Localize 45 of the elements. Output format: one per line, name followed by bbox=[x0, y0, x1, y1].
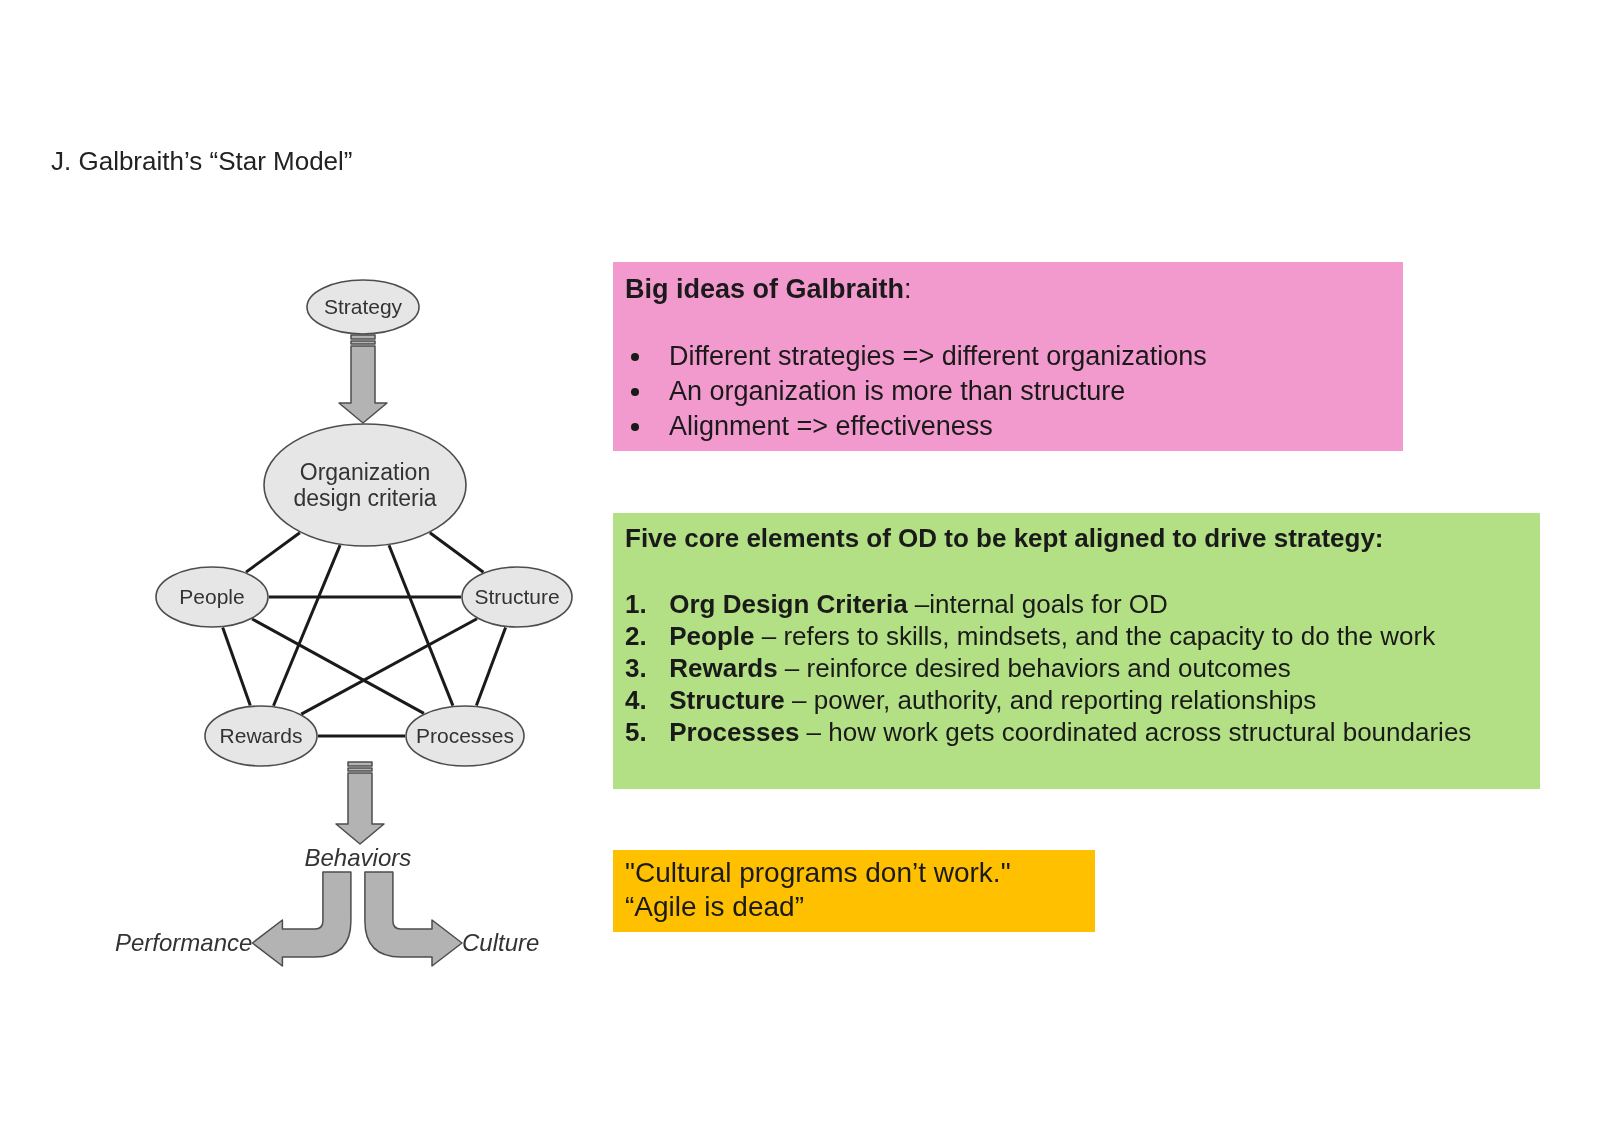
list-item: Different strategies => different organizations bbox=[669, 340, 1207, 373]
list-item: 2. People – refers to skills, mindsets, and the capacity to do the work bbox=[625, 620, 1437, 652]
ellipse-node bbox=[405, 705, 525, 767]
block-arrow bbox=[335, 761, 385, 845]
connector-line bbox=[429, 531, 485, 574]
node-label: Strategy bbox=[323, 294, 403, 320]
connector-line bbox=[300, 617, 478, 716]
list-item: 5. Processes – how work gets coordinated across structural boundaries bbox=[625, 716, 1473, 748]
ellipse-node bbox=[155, 566, 269, 628]
list-item: Alignment => effectiveness bbox=[669, 410, 993, 443]
list-item: 1. Org Design Criteria –internal goals for OD bbox=[625, 588, 1169, 620]
list-item: 4. Structure – power, authority, and reporting relationships bbox=[625, 684, 1318, 716]
ellipse-node bbox=[204, 705, 318, 767]
ellipse-node bbox=[306, 279, 420, 335]
node-label: Rewards bbox=[219, 723, 303, 749]
node-label: Culture bbox=[462, 929, 540, 957]
node-label: People bbox=[179, 584, 245, 610]
block-arrow bbox=[338, 334, 388, 424]
ellipse-node bbox=[263, 423, 467, 547]
quote-text: “Agile is dead” bbox=[625, 890, 805, 924]
connector-line bbox=[245, 531, 301, 574]
note-panel bbox=[613, 850, 1095, 932]
panel-heading: Big ideas of Galbraith: bbox=[625, 273, 913, 305]
node-label: Behaviors bbox=[304, 844, 412, 872]
connector-line bbox=[269, 595, 461, 599]
curved-block-arrow bbox=[251, 871, 352, 967]
page-title: J. Galbraith’s “Star Model” bbox=[51, 146, 353, 176]
node-label: Processes bbox=[415, 723, 514, 749]
connector-line bbox=[475, 626, 507, 707]
connector-line bbox=[318, 734, 405, 738]
connector-line bbox=[272, 544, 342, 707]
list-item: 3. Rewards – reinforce desired behaviors and outcomes bbox=[625, 652, 1292, 684]
list-item: An organization is more than structure bbox=[669, 375, 1126, 408]
connector-line bbox=[251, 617, 425, 715]
connector-line bbox=[387, 544, 455, 707]
connector-line bbox=[221, 626, 252, 707]
curved-block-arrow bbox=[364, 871, 463, 967]
node-label: Performance bbox=[115, 929, 253, 957]
ellipse-node bbox=[461, 566, 573, 628]
quote-text: "Cultural programs don’t work." bbox=[625, 856, 1012, 890]
note-panel bbox=[613, 262, 1403, 451]
panel-heading: Five core elements of OD to be kept aligned to drive strategy: bbox=[625, 522, 1385, 554]
node-label: Organization design criteria bbox=[292, 458, 438, 512]
note-panel bbox=[613, 513, 1540, 789]
node-label: Structure bbox=[474, 584, 560, 610]
